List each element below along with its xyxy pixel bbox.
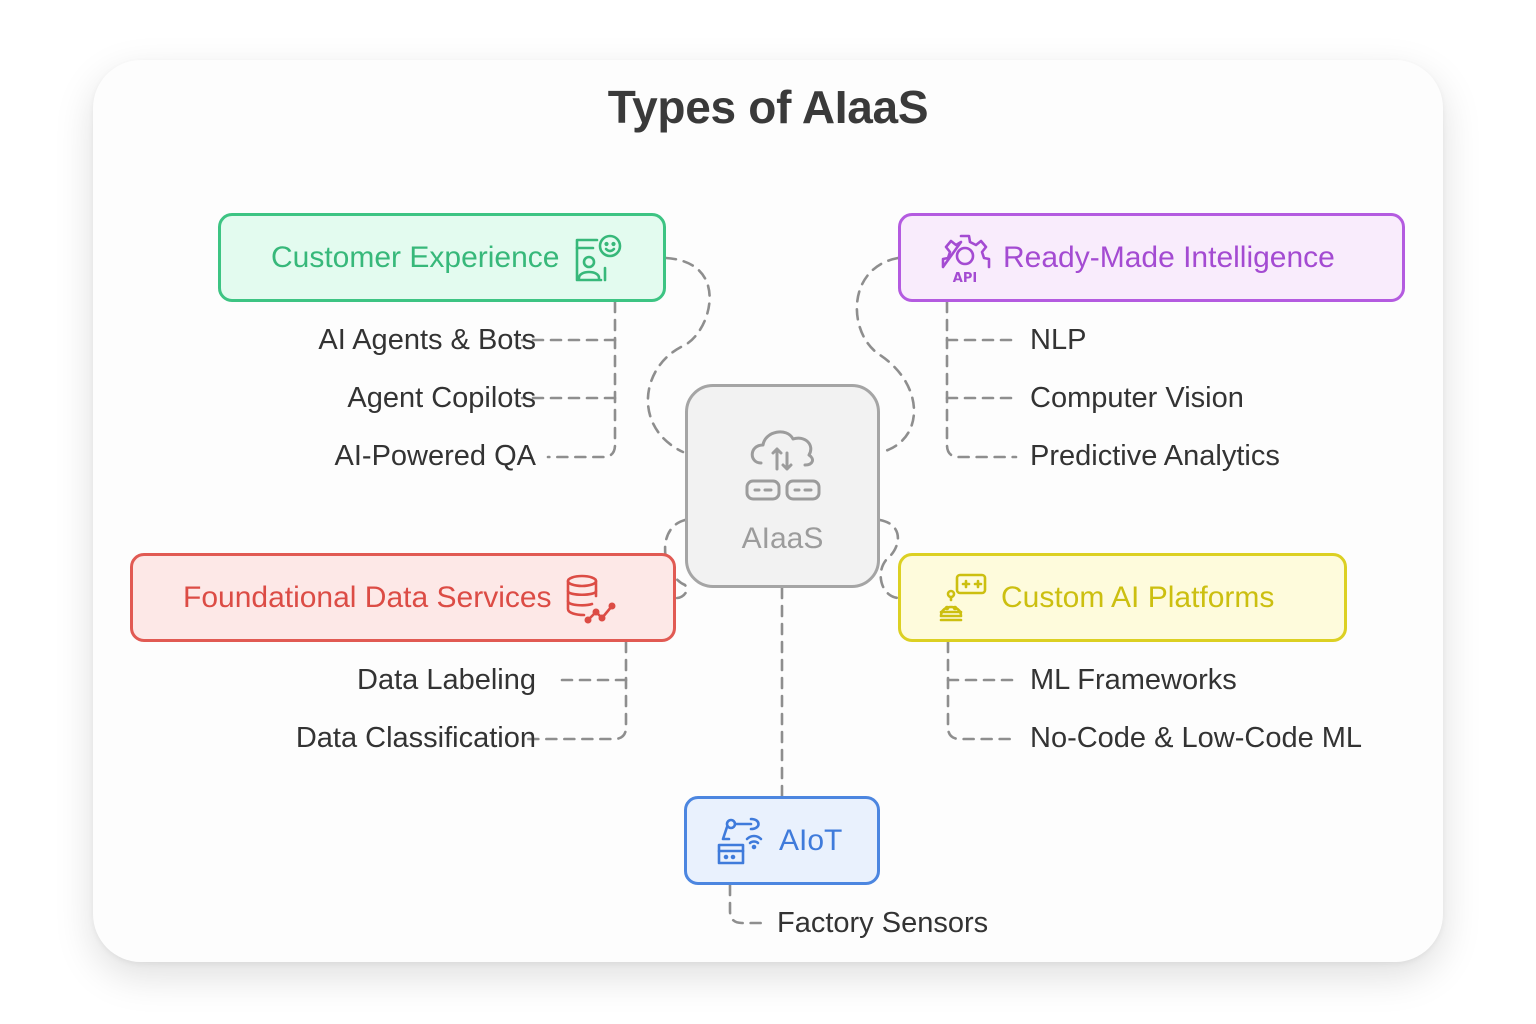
leaf-computer-vision: Computer Vision: [1030, 382, 1244, 414]
customer-support-icon: [571, 232, 623, 284]
category-foundational-data-services: Foundational Data Services: [130, 553, 676, 642]
svg-text:API: API: [953, 271, 977, 284]
robot-gamepad-icon: [937, 572, 989, 624]
hub-node-aiaas: AIaaS: [685, 384, 880, 588]
category-customer-experience: Customer Experience: [218, 213, 666, 302]
leaf-no-code-low-code-ml: No-Code & Low-Code ML: [1030, 722, 1363, 754]
leaf-ml-frameworks: ML Frameworks: [1030, 664, 1237, 696]
leaf-agent-copilots: Agent Copilots: [347, 382, 536, 414]
category-label: Ready-Made Intelligence: [1003, 240, 1335, 274]
hub-label: AIaaS: [741, 522, 824, 555]
category-label: Custom AI Platforms: [1001, 580, 1275, 614]
cloud-server-icon: [743, 423, 823, 512]
leaf-data-classification: Data Classification: [295, 722, 536, 754]
category-ready-made-intelligence: API Ready-Made Intelligence: [898, 213, 1405, 302]
leaf-nlp: NLP: [1030, 324, 1087, 356]
api-gear-icon: API: [939, 232, 991, 284]
category-label: Customer Experience: [271, 240, 560, 274]
leaf-data-labeling: Data Labeling: [357, 664, 536, 696]
category-custom-ai-platforms: Custom AI Platforms: [898, 553, 1347, 642]
diagram-title: Types of AIaaS: [607, 81, 929, 133]
leaf-predictive-analytics: Predictive Analytics: [1030, 440, 1280, 472]
category-label: AIoT: [779, 823, 843, 857]
leaf-ai-agents-bots: AI Agents & Bots: [318, 324, 536, 356]
category-aiot: AIoT: [684, 796, 880, 885]
leaf-factory-sensors: Factory Sensors: [777, 907, 989, 939]
database-chart-icon: [564, 572, 616, 624]
robot-arm-wifi-icon: [715, 815, 767, 867]
leaf-ai-powered-qa: AI-Powered QA: [334, 440, 536, 472]
category-label: Foundational Data Services: [183, 580, 552, 614]
